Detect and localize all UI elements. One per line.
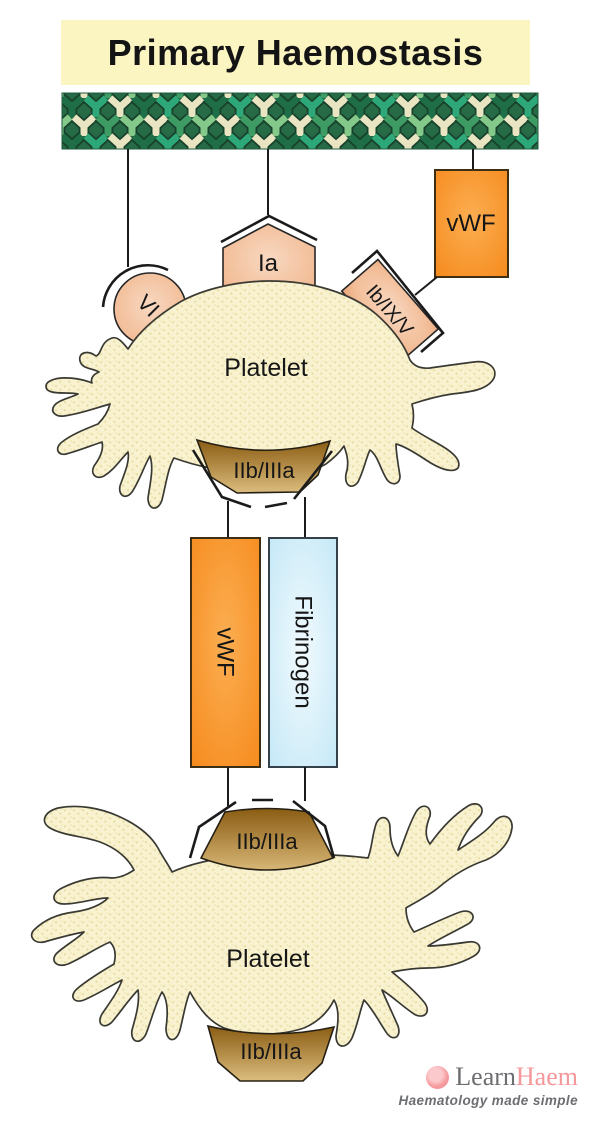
binding-bracket-iib-iiia-top — [191, 449, 334, 509]
page-title: Primary Haemostasis — [107, 31, 484, 73]
logo-brand-second: Haem — [515, 1062, 578, 1091]
binding-bracket-ib-ix-v — [351, 249, 445, 353]
logo-brand-first: Learn — [455, 1062, 516, 1091]
receptor-iib-iiia-top-label: IIb/IIIa — [233, 458, 295, 483]
learnhaem-logo: LearnHaem Haematology made simple — [318, 1064, 578, 1109]
platelet-bottom — [30, 803, 513, 1047]
binding-chevron-ia — [220, 214, 318, 244]
collagen-bar — [61, 92, 539, 150]
logo-brand: LearnHaem — [455, 1064, 578, 1090]
binding-arc-vi — [101, 263, 169, 308]
collagen-connectors — [127, 149, 474, 267]
fibrinogen-box — [268, 537, 338, 768]
platelet-bottom-label: Platelet — [226, 945, 309, 973]
receptor-iib-iiia-mid-label: IIb/IIIa — [236, 829, 298, 854]
vwf-top-label: vWF — [446, 210, 495, 237]
receptor-iib-iiia-bottom-label: IIb/IIIa — [240, 1039, 302, 1064]
bridge-connectors-bottom — [227, 767, 306, 806]
logo-circle-icon — [426, 1065, 450, 1089]
vwf-box-top — [434, 169, 509, 278]
receptor-ia-label: Ia — [258, 250, 279, 277]
fibrinogen-label: Fibrinogen — [290, 595, 317, 708]
platelet-top-label: Platelet — [224, 354, 307, 382]
vwf-box-mid — [190, 537, 261, 768]
connector-vwf-ib-ix-v — [414, 276, 438, 296]
bridge-connectors-top — [227, 497, 306, 538]
receptor-iib-iiia-bottom — [206, 1024, 336, 1082]
platelet-top — [45, 280, 496, 509]
vwf-mid-label: vWF — [212, 627, 239, 676]
title-banner: Primary Haemostasis — [61, 20, 530, 85]
binding-bracket-iib-iiia-mid — [188, 798, 336, 859]
logo-tagline: Haematology made simple — [398, 1093, 578, 1108]
